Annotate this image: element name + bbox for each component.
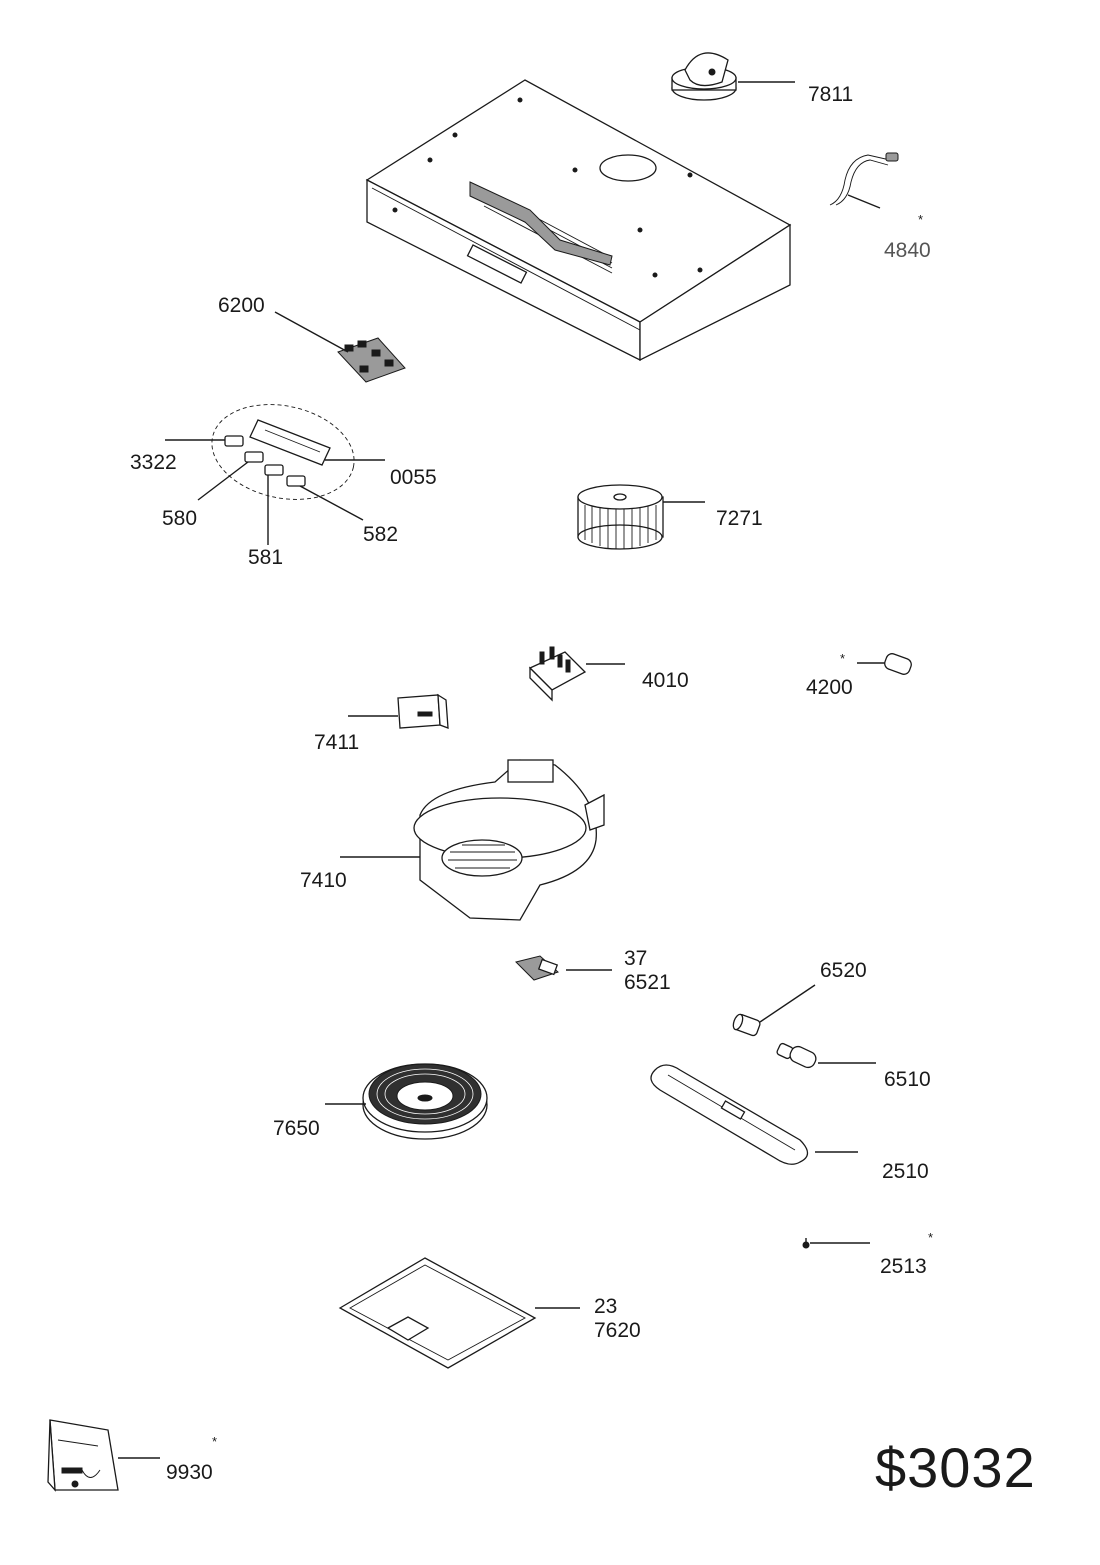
- bulb-drawing: [776, 1042, 876, 1069]
- label-6520: 6520: [820, 959, 867, 982]
- label-581: 581: [248, 546, 284, 569]
- capacitor-block-drawing: [528, 646, 625, 702]
- label-0055: 0055: [390, 466, 437, 489]
- switch-block-drawing: [274, 311, 406, 383]
- label-7620: 7620: [594, 1319, 641, 1342]
- accessory-bag-drawing: [47, 1419, 160, 1492]
- label-6521: 6521: [624, 971, 671, 994]
- damper-drawing: [671, 52, 795, 101]
- asterisk-2513: *: [928, 1230, 934, 1245]
- power-cable-drawing: [829, 152, 899, 209]
- label-580: 580: [162, 507, 198, 530]
- label-4200: 4200: [806, 676, 853, 699]
- screw-drawing: [802, 1238, 870, 1249]
- grease-filter-drawing: [338, 1257, 580, 1369]
- capacitor-drawing: [857, 653, 912, 675]
- lamp-holder-drawing: [515, 955, 612, 981]
- lamp-socket-drawing: [732, 984, 816, 1037]
- label-23: 23: [594, 1295, 618, 1318]
- label-6200: 6200: [218, 294, 265, 317]
- lamp-cover-drawing: [650, 1064, 858, 1165]
- label-4840: 4840: [884, 239, 931, 262]
- label-7411: 7411: [314, 731, 360, 754]
- asterisk-4840: *: [918, 212, 924, 227]
- bracket-drawing: [348, 693, 449, 729]
- label-37: 37: [624, 947, 648, 970]
- label-7650: 7650: [273, 1117, 320, 1140]
- range-hood-drawing: [365, 79, 792, 362]
- label-3322: 3322: [130, 451, 177, 474]
- label-2510: 2510: [882, 1160, 929, 1183]
- label-7410: 7410: [300, 869, 347, 892]
- impeller-drawing: [577, 484, 705, 550]
- asterisk-9930: *: [212, 1434, 218, 1449]
- label-7271: 7271: [716, 507, 763, 530]
- motor-housing-drawing: [340, 759, 605, 921]
- diagram-reference-number: $3032: [875, 1436, 1036, 1499]
- label-9930: 9930: [166, 1461, 213, 1484]
- fan-cover-drawing: [325, 1063, 488, 1140]
- asterisk-4200: *: [840, 651, 846, 666]
- label-4010: 4010: [642, 669, 689, 692]
- label-2513: 2513: [880, 1255, 927, 1278]
- label-7811: 7811: [808, 83, 854, 106]
- label-582: 582: [363, 523, 399, 546]
- control-panel-drawing: [165, 404, 385, 545]
- label-6510: 6510: [884, 1068, 931, 1091]
